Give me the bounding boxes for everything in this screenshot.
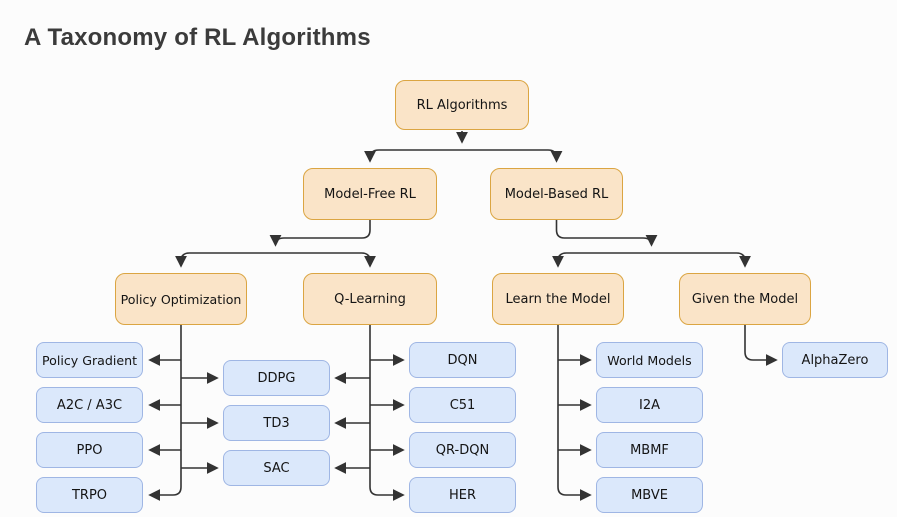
node-label: DDPG — [257, 370, 296, 386]
node-trpo: TRPO — [36, 477, 143, 513]
edge-drop-q-learning — [361, 252, 376, 268]
node-label: Q-Learning — [334, 291, 406, 307]
node-ddpg: DDPG — [223, 360, 330, 396]
node-label: MBVE — [631, 487, 668, 503]
node-mbmf: MBMF — [596, 432, 703, 468]
node-dqn: DQN — [409, 342, 516, 378]
node-qr-dqn: QR-DQN — [409, 432, 516, 468]
node-label: Model-Based RL — [504, 186, 609, 202]
node-a2c-a3c: A2C / A3C — [36, 387, 143, 423]
node-label: Policy Optimization — [120, 291, 242, 307]
node-label: SAC — [263, 460, 290, 476]
node-c51: C51 — [409, 387, 516, 423]
node-model-based-rl: Model-Based RL — [490, 168, 623, 220]
node-alphazero: AlphaZero — [782, 342, 888, 378]
node-label: World Models — [607, 352, 692, 368]
edge-drop-policy-optimization — [175, 252, 190, 268]
node-i2a: I2A — [596, 387, 703, 423]
node-label: QR-DQN — [435, 442, 490, 458]
node-label: Learn the Model — [505, 291, 611, 307]
edge-ql-trunk-her — [369, 325, 405, 501]
node-label: AlphaZero — [801, 352, 869, 368]
node-label: I2A — [639, 397, 660, 413]
node-policy-optimization: Policy Optimization — [115, 273, 247, 325]
node-given-the-model: Given the Model — [679, 273, 811, 325]
node-label: TD3 — [263, 415, 290, 431]
node-label: PPO — [76, 442, 103, 458]
edge-drop-model-free — [364, 149, 380, 163]
node-q-learning: Q-Learning — [303, 273, 437, 325]
node-label: A2C / A3C — [56, 397, 123, 413]
node-label: DQN — [447, 352, 478, 368]
node-model-free-rl: Model-Free RL — [303, 168, 437, 220]
node-label: TRPO — [71, 487, 108, 503]
node-label: MBMF — [630, 442, 669, 458]
edge-modelfree-stub — [269, 220, 371, 247]
node-rl-algorithms: RL Algorithms — [395, 80, 529, 130]
node-mbve: MBVE — [596, 477, 703, 513]
edge-po-trunk-trpo — [148, 325, 182, 501]
node-label: Given the Model — [691, 291, 799, 307]
node-world-models: World Models — [596, 342, 703, 378]
edge-drop-given-the-model — [736, 252, 751, 268]
edge-drop-model-based — [547, 149, 563, 163]
page-title: A Taxonomy of RL Algorithms — [24, 24, 371, 52]
node-label: HER — [448, 487, 477, 503]
node-policy-gradient: Policy Gradient — [36, 342, 143, 378]
node-learn-the-model: Learn the Model — [492, 273, 624, 325]
edge-modelbased-stub — [555, 220, 658, 247]
node-sac: SAC — [223, 450, 330, 486]
node-td3: TD3 — [223, 405, 330, 441]
node-label: Model-Free RL — [324, 186, 416, 202]
node-ppo: PPO — [36, 432, 143, 468]
node-her: HER — [409, 477, 516, 513]
node-label: C51 — [449, 397, 476, 413]
edge-drop-learn-the-model — [552, 252, 567, 268]
node-label: Policy Gradient — [41, 352, 138, 368]
node-label: RL Algorithms — [416, 97, 508, 113]
edge-lm-trunk-mbve — [557, 325, 592, 501]
edge-gm-alphazero — [744, 325, 778, 366]
